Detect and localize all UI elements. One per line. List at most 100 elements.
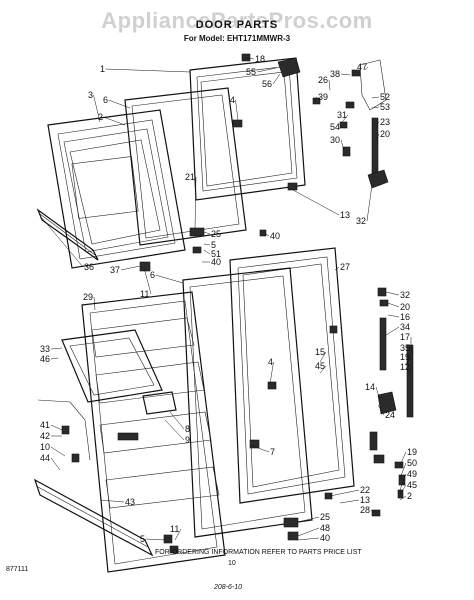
leader-line-31: [341, 114, 349, 123]
top-hinge-hardware: [241, 53, 389, 189]
callout-33: 33: [40, 344, 50, 354]
callout-18: 18: [255, 54, 265, 64]
callout-17: 17: [400, 332, 410, 342]
callout-13: 13: [360, 495, 370, 505]
callout-48: 48: [320, 523, 330, 533]
leader-line-4: [269, 361, 274, 385]
callout-35: 35: [400, 343, 410, 353]
callout-45: 45: [315, 361, 325, 371]
leader-line-19: [399, 451, 407, 466]
leader-line-14: [375, 386, 381, 401]
callout-4: 4: [268, 357, 273, 367]
callout-5: 5: [140, 534, 145, 544]
callout-53: 53: [380, 102, 390, 112]
callout-44: 44: [40, 453, 50, 463]
leader-line-4: [235, 99, 239, 121]
callout-13: 13: [340, 210, 350, 220]
leader-line-11: [143, 267, 152, 295]
retainer-clip-2: [71, 453, 80, 463]
callout-55: 55: [246, 67, 256, 77]
callout-52: 52: [380, 92, 390, 102]
callout-8: 8: [185, 424, 190, 434]
leader-line-13: [339, 499, 360, 504]
leader-line-47: [364, 66, 369, 71]
leader-line-24: [377, 404, 385, 416]
leader-line-11: [174, 528, 182, 541]
leader-line-7: [249, 444, 270, 453]
butter-compartment: [142, 391, 177, 415]
callout-40: 40: [270, 231, 280, 241]
callout-46: 46: [40, 354, 50, 364]
callout-2: 2: [407, 491, 412, 501]
freezer-hinge-plate: [189, 227, 205, 237]
callout-10: 10: [40, 442, 50, 452]
callout-19: 19: [407, 447, 417, 457]
dairy-door: [61, 329, 163, 403]
callout-4: 4: [230, 95, 235, 105]
freezer-clip: [232, 119, 243, 128]
callout-45: 45: [407, 480, 417, 490]
leader-line-6: [108, 99, 131, 109]
leader-line-2: [103, 116, 126, 126]
door-hinge-pin: [117, 432, 139, 441]
leader-line-52: [371, 96, 380, 99]
leader-line-39: [313, 96, 318, 101]
leader-line-36: [41, 217, 84, 268]
callout-25: 25: [320, 512, 330, 522]
fresh-food-gasket: [229, 247, 355, 504]
callout-49: 49: [407, 469, 417, 479]
leader-line-41: [50, 424, 63, 431]
leader-line-37: [120, 265, 141, 271]
page-number: 10: [228, 560, 236, 567]
leader-line-1: [105, 68, 191, 73]
leader-line-20: [375, 133, 380, 141]
leader-line-18: [243, 57, 255, 60]
freezer-handle-cap: [139, 261, 151, 272]
callout-19: 19: [400, 352, 410, 362]
callout-22: 22: [360, 485, 370, 495]
leader-line-40: [263, 232, 270, 237]
freezer-door-liner: [47, 109, 186, 269]
leader-lines: [41, 57, 414, 541]
callout-29: 29: [83, 292, 93, 302]
leader-line-43: [99, 499, 125, 503]
leader-line-20: [387, 302, 400, 308]
callout-50: 50: [407, 458, 417, 468]
leader-line-13: [292, 189, 340, 216]
callout-20: 20: [380, 129, 390, 139]
leader-line-12: [409, 366, 412, 373]
leader-line-49: [399, 473, 407, 491]
callout-21: 21: [185, 172, 195, 182]
callout-40: 40: [320, 533, 330, 543]
callout-14: 14: [365, 382, 375, 392]
leader-line-19: [404, 356, 412, 366]
doc-code: 877111: [6, 566, 29, 573]
callout-9: 9: [185, 435, 190, 445]
callout-16: 16: [400, 312, 410, 322]
callout-27: 27: [340, 262, 350, 272]
freezer-door-stop: [287, 182, 298, 191]
callout-11: 11: [140, 289, 149, 299]
callout-34: 34: [400, 322, 410, 332]
leader-line-34: [385, 326, 400, 336]
leader-line-55: [256, 67, 277, 73]
leader-line-40: [297, 537, 320, 541]
callout-6: 6: [150, 270, 155, 280]
screw-40-top: [259, 229, 267, 237]
callout-28: 28: [360, 505, 370, 515]
leader-line-44: [50, 457, 61, 471]
callout-25: 25: [211, 229, 221, 239]
callout-11: 11: [170, 524, 179, 534]
callout-30: 30: [330, 135, 340, 145]
leader-line-5: [145, 538, 167, 541]
leader-line-9: [164, 419, 185, 441]
leader-line-21: [194, 176, 197, 229]
callout-32: 32: [400, 290, 410, 300]
door-shelf-rail: [33, 478, 154, 557]
fresh-food-door-liner: [81, 291, 226, 573]
lower-hinge-hardware: [163, 287, 414, 554]
callout-5: 5: [211, 240, 216, 250]
callout-12: 12: [400, 362, 410, 372]
